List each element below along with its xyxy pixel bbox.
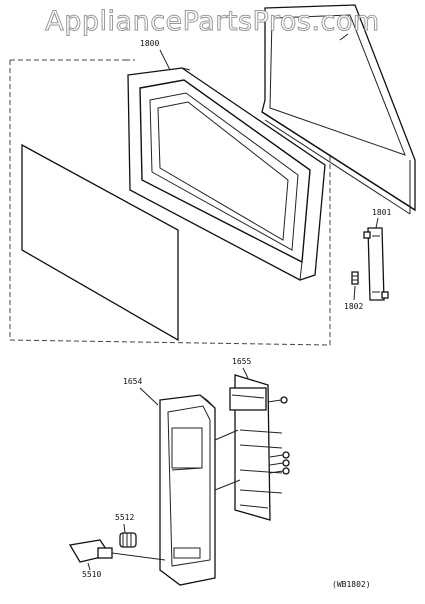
diagram-code: (WB1802) — [332, 580, 371, 589]
part-label-1802: 1802 — [344, 302, 364, 311]
door-frame-1800 — [127, 67, 326, 281]
door-glass-panel — [21, 143, 179, 342]
latch-button — [68, 539, 113, 563]
part-label-1655: 1655 — [232, 357, 252, 366]
part-label-5512: 5512 — [115, 513, 135, 522]
door-choke-frame — [261, 4, 416, 215]
door-control-panel — [159, 394, 216, 586]
part-label-1801: 1801 — [372, 208, 392, 217]
part-label-1800: 1800 — [140, 39, 160, 48]
latch-spring — [119, 532, 137, 548]
part-label-5510: 5510 — [82, 570, 102, 579]
part-label-1654: 1654 — [123, 377, 143, 386]
door-hinge-bracket — [363, 227, 389, 301]
site-watermark: AppliancePartsPros.com — [45, 6, 380, 38]
control-panel-bracket — [229, 374, 283, 521]
hinge-screw — [351, 271, 359, 285]
bracket-screws — [267, 396, 290, 475]
